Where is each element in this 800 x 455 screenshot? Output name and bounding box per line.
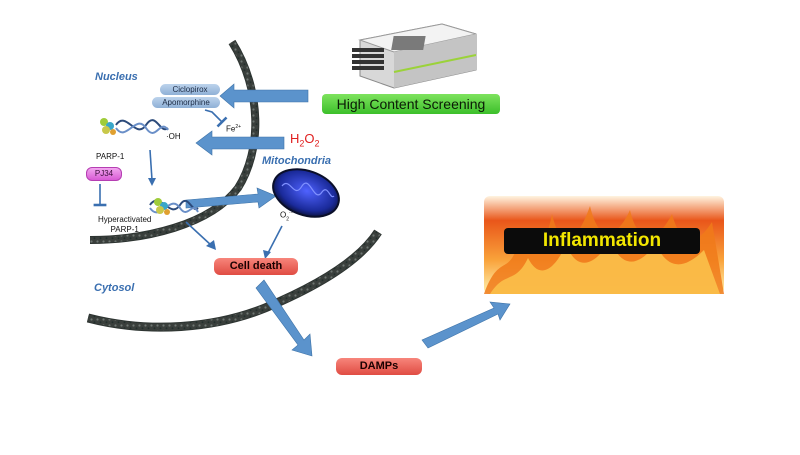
screening-instrument-icon xyxy=(352,23,477,89)
arrow-parp-to-mitochondria xyxy=(185,187,277,209)
parp1-label: PARP-1 xyxy=(96,152,125,161)
inhibit-drugs-iron xyxy=(204,109,228,128)
cell-membrane xyxy=(86,229,382,332)
arrow-screening-to-drugs xyxy=(219,83,309,109)
nucleus-label: Nucleus xyxy=(95,71,138,83)
iron-symbol: Fe xyxy=(226,124,236,134)
hyperactivated-parp1-label: Hyperactivated PARP-1 xyxy=(98,215,151,235)
inflammation-fire-panel xyxy=(484,196,724,294)
arrow-dna-to-hyperparp xyxy=(149,149,153,181)
hyperactivated-parp-icon xyxy=(154,198,170,215)
h2o2-h: H xyxy=(290,131,300,146)
h2o2-sub2: 2 xyxy=(314,138,320,149)
h2o2-label: H2O2 xyxy=(290,131,320,149)
damps-pill: DAMPs xyxy=(336,358,422,375)
dna-helix-icon xyxy=(115,119,169,134)
hydroxyl-radical-label: ·OH xyxy=(166,132,181,141)
iron-label: Fe2+ xyxy=(226,124,241,134)
arrow-superoxide-to-celldeath xyxy=(267,225,283,254)
mitochondria-label: Mitochondria xyxy=(262,155,332,167)
parp-protein-icon xyxy=(100,118,116,135)
inflammation-label: Inflammation xyxy=(542,230,662,251)
arrow-h2o2-to-nucleus xyxy=(195,130,285,156)
apomorphine-pill: Apomorphine xyxy=(152,97,220,108)
cell-death-pill: Cell death xyxy=(214,258,298,275)
cytosol-label: Cytosol xyxy=(94,282,135,294)
ciclopirox-pill: Ciclopirox xyxy=(160,84,220,95)
superoxide-sup: ·− xyxy=(289,210,294,216)
arrow-hyperparp-to-celldeath xyxy=(185,221,213,247)
h2o2-sub1: 2 xyxy=(299,138,305,149)
pj34-pill: PJ34 xyxy=(86,167,122,181)
iron-charge: 2+ xyxy=(235,124,242,130)
hyperactivated-line2: PARP-1 xyxy=(110,225,139,234)
arrow-celldeath-to-damps xyxy=(255,279,313,357)
h2o2-o: O xyxy=(304,131,315,146)
superoxide-sub: 2 xyxy=(286,216,290,223)
mitochondrion-icon xyxy=(272,168,340,218)
superoxide-label: O2·− xyxy=(280,210,294,222)
hyperactivated-line1: Hyperactivated xyxy=(98,215,152,224)
superoxide-o: O xyxy=(280,210,287,220)
arrow-damps-to-inflammation xyxy=(421,301,511,349)
high-content-screening-label: High Content Screening xyxy=(322,94,500,114)
